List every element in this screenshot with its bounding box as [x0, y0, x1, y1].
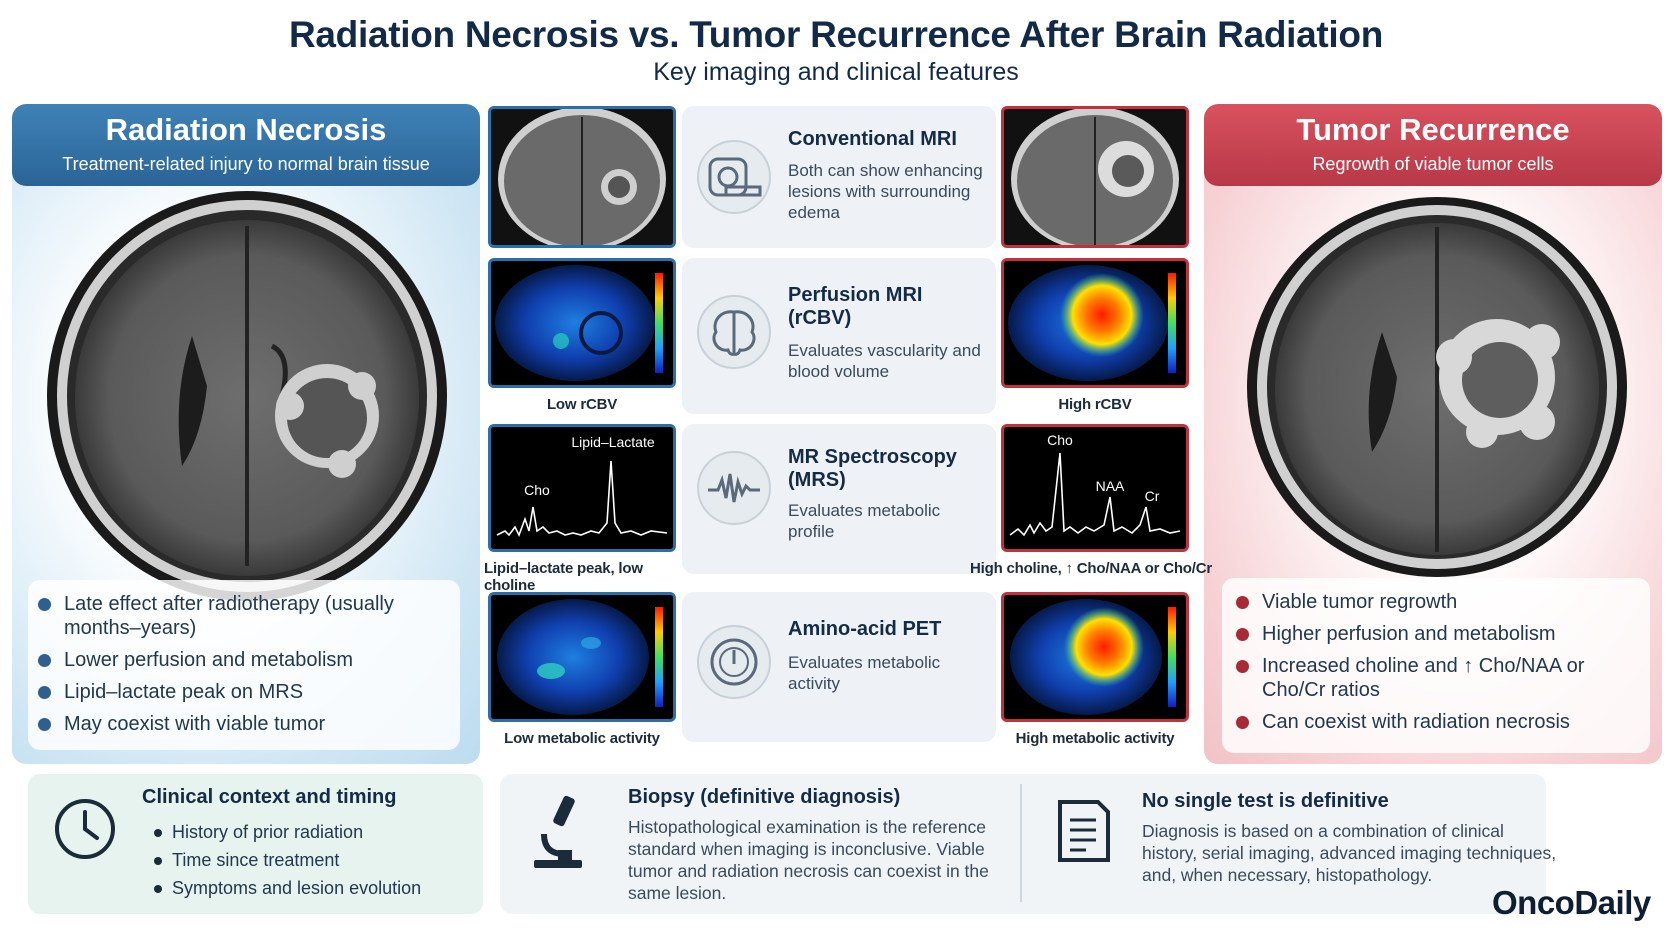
amino-acid-pet-card: Amino-acid PET Evaluates metabolic activ…: [682, 592, 996, 742]
recurrence-mrs-spectrum: Cho NAA Cr: [1001, 424, 1189, 552]
clinical-context-list: History of prior radiation Time since tr…: [154, 818, 421, 902]
list-item: May coexist with viable tumor: [38, 712, 442, 736]
conventional-mri-description: Both can show enhancing lesions with sur…: [788, 161, 983, 222]
perfusion-mri-description: Evaluates vascularity and blood volume: [788, 341, 981, 381]
recurrence-perfusion-thumb: [1001, 258, 1189, 388]
low-rcbv-caption: Low rCBV: [546, 396, 618, 413]
low-metabolic-activity-caption: Low metabolic activity: [504, 730, 660, 747]
high-rcbv-caption: High rCBV: [1058, 396, 1132, 413]
cho-peak-label: Cho: [1047, 432, 1073, 448]
cho-peak-label: Cho: [524, 482, 550, 498]
list-item: Late effect after radiotherapy (usually …: [38, 592, 442, 640]
waveform-icon: [697, 451, 771, 525]
necrosis-features-list: Late effect after radiotherapy (usually …: [28, 580, 460, 750]
list-item: Lower perfusion and metabolism: [38, 648, 442, 672]
radiation-necrosis-header: Radiation Necrosis Treatment-related inj…: [12, 104, 480, 186]
list-item: Time since treatment: [154, 846, 421, 874]
perfusion-mri-title: Perfusion MRI (rCBV): [788, 284, 923, 329]
brain-icon: [697, 295, 771, 369]
list-item: History of prior radiation: [154, 818, 421, 846]
necrosis-mrs-spectrum: Lipid–Lactate Cho: [488, 424, 676, 552]
amino-acid-pet-title: Amino-acid PET: [788, 618, 942, 640]
tumor-recurrence-title: Tumor Recurrence: [1296, 112, 1570, 147]
radiation-necrosis-title: Radiation Necrosis: [105, 112, 387, 147]
page-title: Radiation Necrosis vs. Tumor Recurrence …: [288, 14, 1384, 55]
page-subtitle: Key imaging and clinical features: [653, 58, 1019, 86]
high-metabolic-activity-caption: High metabolic activity: [1015, 730, 1175, 747]
lipid-lactate-peak-label: Lipid–Lactate: [571, 434, 655, 450]
necrosis-mrs-caption: Lipid–lactate peak, low choline: [484, 560, 643, 594]
recurrence-mri-image: [1247, 197, 1627, 577]
mr-spectroscopy-card: MR Spectroscopy (MRS) Evaluates metaboli…: [682, 424, 996, 574]
recurrence-features-list: Viable tumor regrowth Higher perfusion a…: [1222, 578, 1650, 753]
recurrence-conventional-mri-thumb: [1001, 106, 1189, 248]
amino-acid-pet-description: Evaluates metabolic activity: [788, 653, 941, 693]
necrosis-perfusion-thumb: [488, 258, 676, 388]
mri-scanner-icon: [697, 140, 771, 214]
oncodaily-logo: OncoDaily: [1492, 884, 1651, 921]
necrosis-mri-image: [47, 191, 447, 601]
list-item: Increased choline and ↑ Cho/NAA or Cho/C…: [1236, 654, 1636, 702]
recurrence-mrs-caption: High choline, ↑ Cho/NAA or Cho/Cr: [970, 560, 1212, 577]
cr-peak-label: Cr: [1145, 488, 1160, 504]
diagnosis-box: Biopsy (definitive diagnosis) Histopatho…: [500, 774, 1556, 914]
radiation-necrosis-panel: Radiation Necrosis Treatment-related inj…: [12, 104, 480, 764]
list-item: Viable tumor regrowth: [1236, 590, 1636, 614]
naa-peak-label: NAA: [1096, 478, 1125, 494]
perfusion-mri-card: Perfusion MRI (rCBV) Evaluates vasculari…: [682, 258, 996, 414]
tumor-recurrence-header: Tumor Recurrence Regrowth of viable tumo…: [1204, 104, 1662, 186]
necrosis-pet-thumb: [488, 592, 676, 722]
document-icon: [1058, 800, 1110, 862]
list-item: Higher perfusion and metabolism: [1236, 622, 1636, 646]
clock-icon: [55, 799, 115, 859]
recurrence-pet-thumb: [1001, 592, 1189, 722]
conventional-mri-card: Conventional MRI Both can show enhancing…: [682, 106, 996, 248]
conventional-mri-title: Conventional MRI: [788, 128, 957, 150]
tumor-recurrence-panel: Tumor Recurrence Regrowth of viable tumo…: [1204, 104, 1662, 764]
no-single-test-text: Diagnosis is based on a combination of c…: [1142, 821, 1557, 885]
tumor-recurrence-subtitle: Regrowth of viable tumor cells: [1312, 154, 1554, 174]
no-single-test-title: No single test is definitive: [1142, 790, 1389, 812]
mr-spectroscopy-title: MR Spectroscopy (MRS): [788, 446, 957, 491]
clinical-context-title: Clinical context and timing: [142, 786, 397, 808]
radiation-necrosis-subtitle: Treatment-related injury to normal brain…: [62, 154, 430, 174]
pet-scanner-icon: [697, 625, 771, 699]
biopsy-text: Histopathological examination is the ref…: [628, 817, 989, 903]
clinical-context-box: Clinical context and timing History of p…: [28, 774, 483, 914]
list-item: Can coexist with radiation necrosis: [1236, 710, 1636, 734]
divider: [1020, 784, 1022, 902]
necrosis-conventional-mri-thumb: [488, 106, 676, 248]
biopsy-title: Biopsy (definitive diagnosis): [628, 786, 901, 808]
mr-spectroscopy-description: Evaluates metabolic profile: [788, 501, 941, 541]
microscope-icon: [534, 795, 582, 868]
list-item: Lipid–lactate peak on MRS: [38, 680, 442, 704]
list-item: Symptoms and lesion evolution: [154, 874, 421, 902]
